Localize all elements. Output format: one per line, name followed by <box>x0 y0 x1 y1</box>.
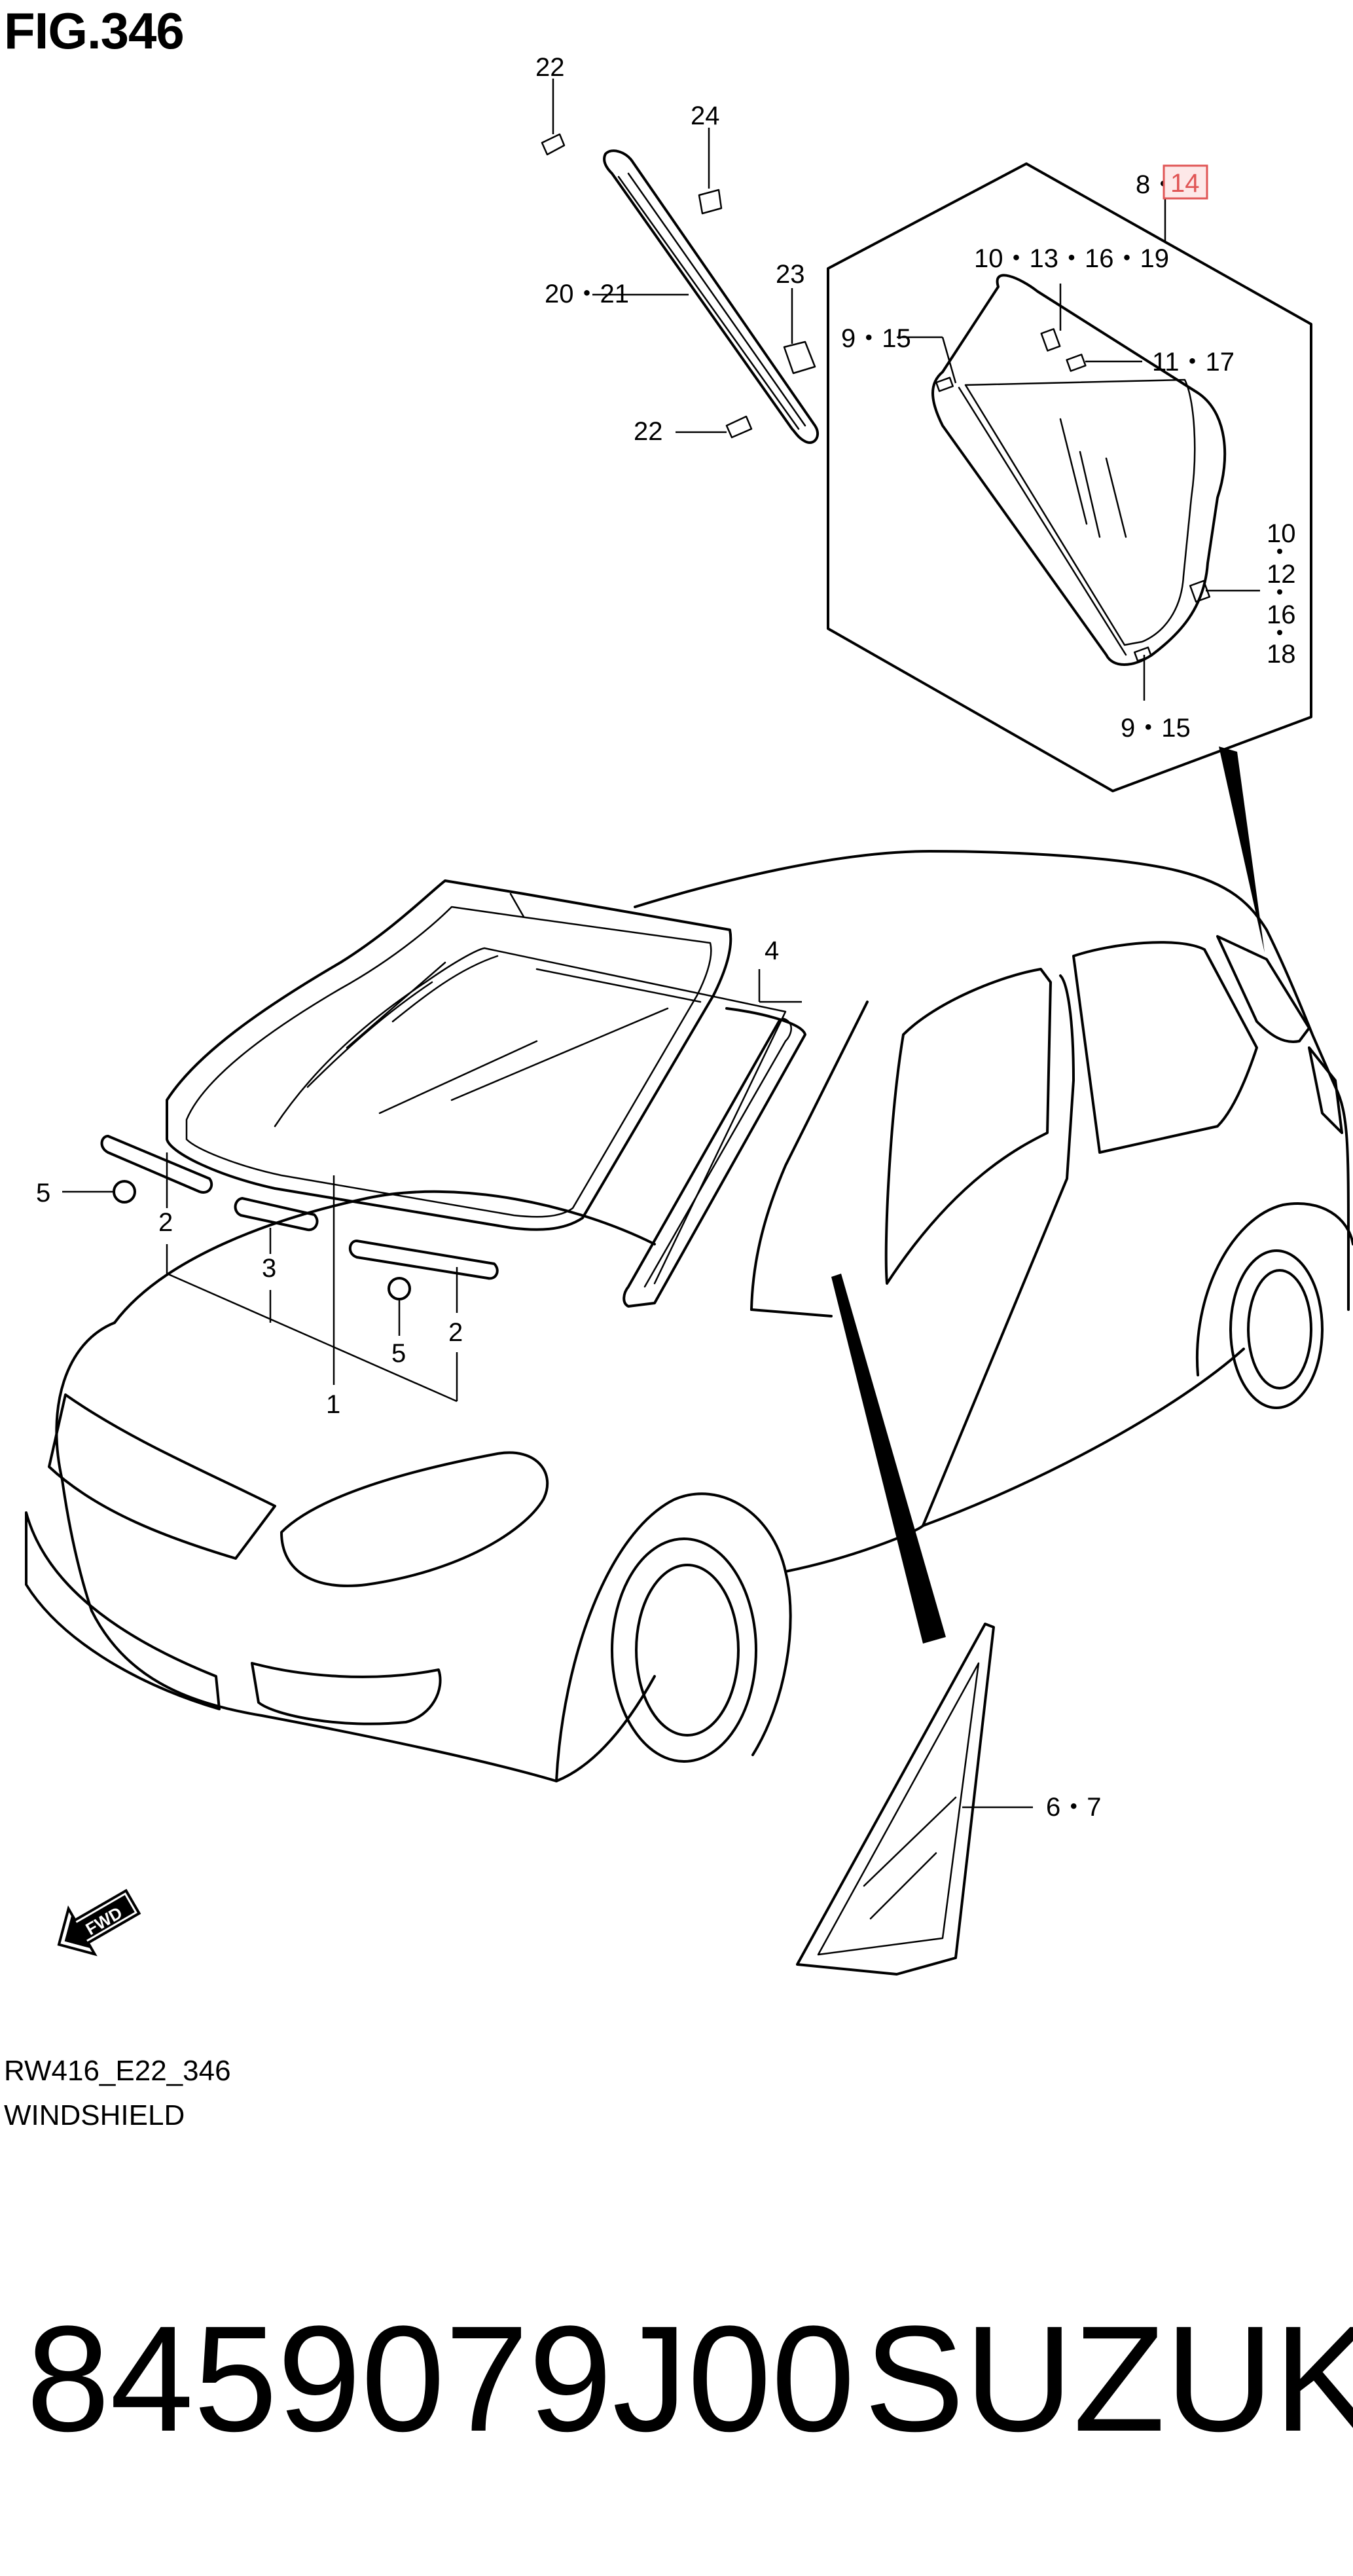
callout-10-13-16-19: 10・13・16・19 <box>974 244 1169 273</box>
roof-moulding-group <box>541 79 820 444</box>
callout-2-left: 2 <box>158 1208 173 1237</box>
car-body <box>25 850 1353 1782</box>
callout-16-right: 16 <box>1267 600 1296 629</box>
clip-5-left <box>113 1180 136 1204</box>
callout-14[interactable]: 14 <box>1170 169 1200 198</box>
part-number: 8459079J00 <box>26 2294 856 2463</box>
callout-9-15-bottom: 9・15 <box>1121 714 1191 743</box>
callout-22-top: 22 <box>535 53 565 82</box>
clip-5-right <box>388 1277 411 1300</box>
callout-12-right: 12 <box>1267 560 1296 589</box>
callout-24: 24 <box>691 101 720 130</box>
callout-22-bottom: 22 <box>634 417 663 446</box>
callout-6-7: 6・7 <box>1046 1793 1102 1822</box>
callout-labels: 22 24 20・21 23 22 8・ 14 10・13・16・19 9・15… <box>36 53 1296 1822</box>
callout-4: 4 <box>765 936 779 965</box>
quarter-glass-detail-box <box>827 162 1312 953</box>
fwd-arrow-icon: FWD <box>57 1888 141 1957</box>
front-quarter-glass <box>796 1623 1033 1976</box>
callout-11-17: 11・17 <box>1152 348 1235 377</box>
moulding-2-left <box>100 1135 213 1194</box>
diagram-code: RW416_E22_346 <box>4 2055 231 2087</box>
brand-name: SUZUKI <box>864 2294 1353 2463</box>
callout-14-highlight[interactable] <box>1163 164 1208 200</box>
moulding-3 <box>234 1197 319 1232</box>
callout-3: 3 <box>262 1254 276 1283</box>
windshield-outline <box>166 879 732 1231</box>
callout-1: 1 <box>326 1390 340 1419</box>
figure-title: FIG.346 <box>4 2 185 60</box>
callout-2-right: 2 <box>448 1318 463 1347</box>
callout-10-right: 10 <box>1267 519 1296 548</box>
callout-23: 23 <box>776 260 805 289</box>
callout-9-15-top: 9・15 <box>841 324 911 353</box>
moulding-2-right <box>348 1240 499 1280</box>
callout-5-left: 5 <box>36 1179 50 1207</box>
callout-5-right: 5 <box>391 1339 406 1368</box>
diagram-name: WINDSHIELD <box>4 2099 185 2131</box>
callout-18-right: 18 <box>1267 640 1296 669</box>
callout-20-21: 20・21 <box>545 280 629 308</box>
